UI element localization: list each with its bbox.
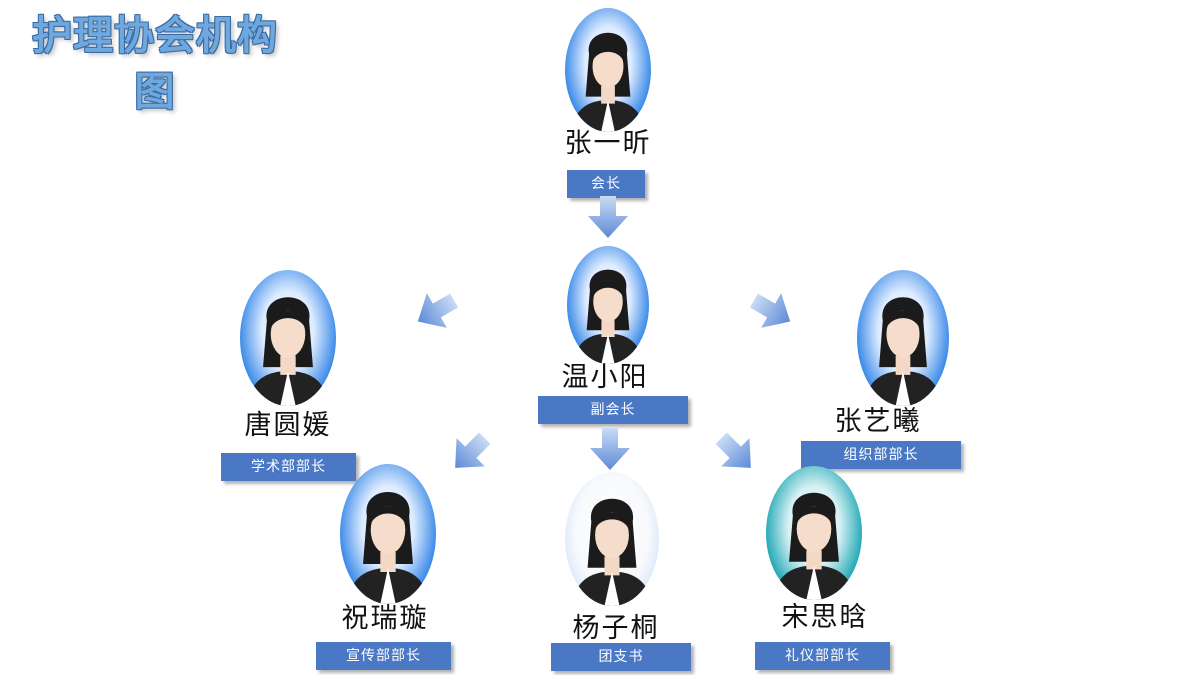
academic-head-name: 唐圆媛	[244, 410, 332, 441]
vice-president-role-box: 副会长	[538, 396, 688, 424]
president-photo	[565, 8, 651, 132]
etiquette-head-photo	[766, 466, 862, 600]
vice-president-name: 温小阳	[561, 362, 649, 393]
arrow-to-academic	[408, 283, 464, 339]
etiquette-head-name: 宋思晗	[781, 602, 869, 633]
president-name: 张一昕	[564, 128, 652, 159]
organization-head-photo	[857, 270, 949, 406]
arrow-to-etiquette	[707, 424, 765, 482]
arrow-to-publicity	[441, 424, 499, 482]
arrow-to-organization	[744, 283, 800, 339]
publicity-head-photo	[340, 464, 436, 604]
arrow-president-to-vice	[588, 196, 628, 238]
publicity-head-role-box: 宣传部部长	[316, 642, 451, 670]
youth-league-secretary-role-box: 团支书	[551, 643, 691, 671]
arrow-to-youth-league	[590, 428, 630, 470]
youth-league-secretary-name: 杨子桐	[572, 613, 660, 644]
organization-head-role-box: 组织部部长	[801, 441, 961, 469]
publicity-head-name: 祝瑞璇	[341, 603, 429, 634]
organization-head-name: 张艺曦	[834, 406, 922, 437]
vice-president-photo	[567, 246, 649, 364]
chart-title-line-2: 图	[134, 69, 176, 115]
academic-head-role-box: 学术部部长	[221, 453, 356, 481]
chart-title-line-1: 护理协会机构	[32, 13, 278, 59]
academic-head-photo	[240, 270, 336, 406]
chart-title: 护理协会机构 图	[10, 8, 300, 120]
president-role-box: 会长	[567, 170, 645, 198]
etiquette-head-role-box: 礼仪部部长	[755, 642, 890, 670]
youth-league-secretary-photo	[565, 472, 659, 606]
